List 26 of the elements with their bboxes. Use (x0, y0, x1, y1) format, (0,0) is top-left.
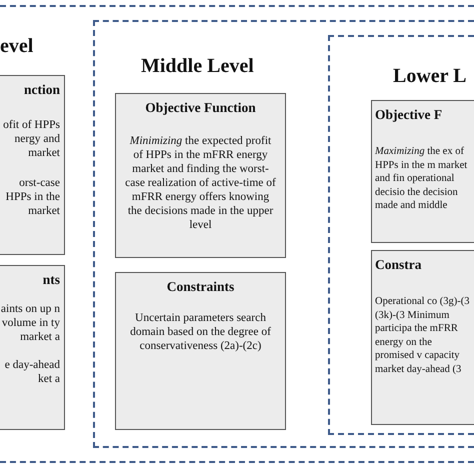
card-heading: nts (42, 272, 60, 288)
constraints-card (371, 250, 474, 425)
card-text: orst-case HPPs in the market (4, 176, 60, 218)
card-heading: nction (22, 82, 60, 98)
level-title: evel (0, 35, 34, 58)
constraints-card (115, 272, 286, 430)
objective-card (0, 75, 65, 255)
objective-card (371, 100, 474, 243)
level-title: Lower L (393, 65, 467, 88)
card-heading: Constraints (166, 279, 236, 295)
dashed-frame (93, 20, 474, 448)
card-text: Uncertain parameters search domain based on the degree of conservativeness (2a)-(2c) (129, 311, 272, 353)
card-text: Minimizing the expected profit of HPPs in the mFRR energy market and finding the worst-case realization of active-time of mFRR energy offers knowing the decisions made in the upper level (125, 134, 276, 232)
dashed-frame (0, 5, 474, 463)
card-text: Operational co (3g)-(3 (3k)-(3 Minimum participa the mFRR energy on the promised v capacity market day-ahead (3 (375, 295, 470, 376)
card-text: ofit of HPPs nergy and market (2, 118, 60, 160)
card-heading: Objective Function (144, 100, 257, 116)
card-text: aints on up n volume in ty market a (0, 302, 60, 344)
card-text: e day-ahead ket a (4, 358, 60, 386)
constraints-card (0, 265, 65, 430)
card-text: Maximizing the ex of HPPs in the m market and fin operational decisio the decision made and middle (375, 145, 468, 212)
dashed-frame (328, 35, 474, 435)
level-title: Middle Level (141, 55, 254, 78)
card-heading: Objective F (375, 107, 444, 123)
objective-card (115, 93, 286, 258)
card-heading: Constra (375, 257, 422, 273)
